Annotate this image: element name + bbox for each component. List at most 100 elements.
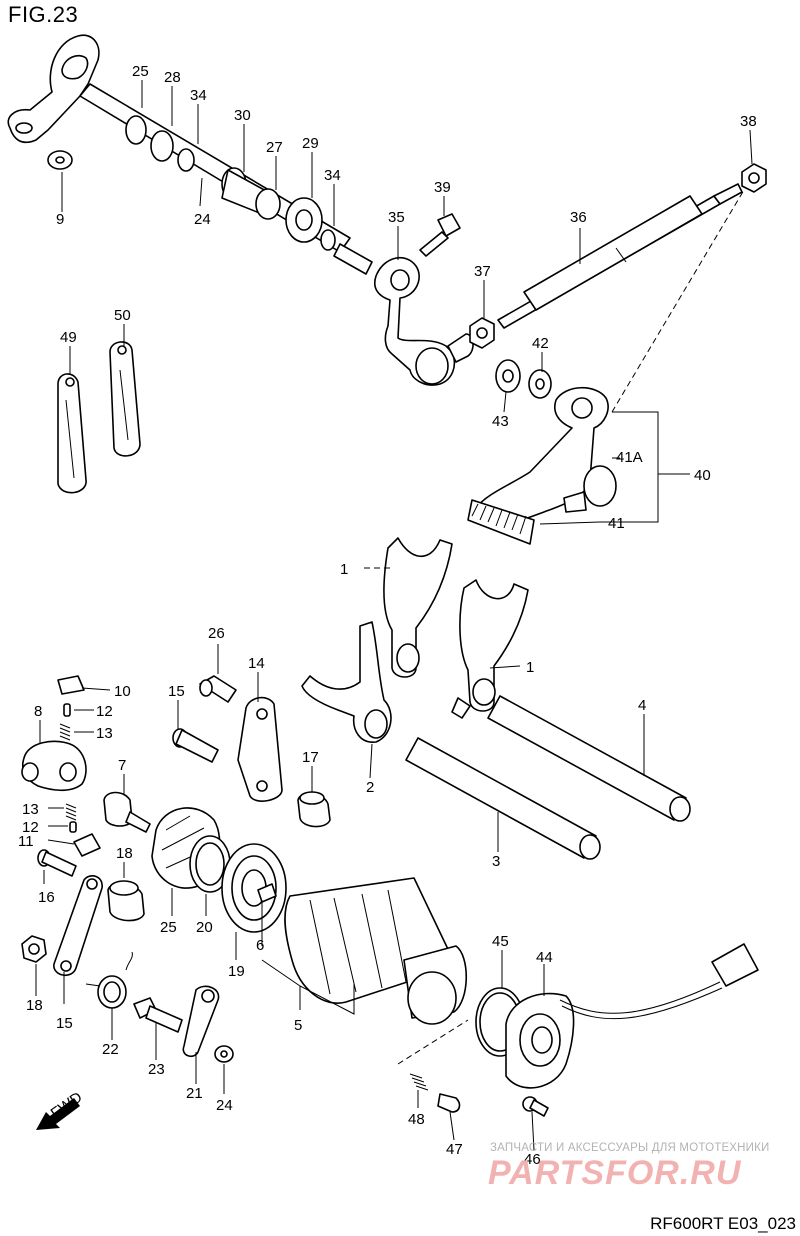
callout-18b: 18 [116,845,133,862]
stopper-plate-16 [53,875,103,976]
callout-27: 24 [194,211,211,228]
gear-position-switch-44 [505,943,759,1089]
washer-42 [528,369,552,399]
shift-fork-1b [451,579,529,719]
shift-shaft-27 [7,34,373,275]
callout-labels: 25 28 34 30 27 29 34 24 9 35 39 36 38 37… [18,63,757,1168]
callout-18a: 17 [302,749,319,766]
callout-37: 37 [474,263,491,280]
callout-42: 42 [532,335,549,352]
spring-13-lower [65,803,77,821]
callout-47: 47 [446,1141,463,1158]
bearing-20 [221,843,287,933]
collar-18-lower [107,880,145,922]
callout-20: 19 [228,963,245,980]
callout-23: 22 [102,1041,119,1058]
callout-11: 11 [18,833,34,850]
callout-2: 2 [366,779,374,796]
gearshift-lever-40 [467,387,617,545]
callout-48: 48 [408,1111,425,1128]
callout-13b: 13 [22,801,39,818]
shift-fork-1a [383,537,453,678]
callout-7: 7 [118,757,126,774]
bolt-15 [172,728,219,763]
callout-6: 6 [256,937,264,954]
callout-45: 45 [492,933,509,950]
spring-48 [409,1073,429,1091]
stopper-8 [21,740,87,792]
callout-40: 40 [694,467,711,484]
stopper-plate-14 [237,696,283,802]
callout-39: 39 [434,179,451,196]
callout-10: 10 [114,683,131,700]
shift-arm-35 [374,256,474,386]
pin-6 [257,883,277,903]
washer-9 [47,150,73,170]
callout-3: 3 [492,853,500,870]
callout-5: 5 [294,1017,302,1034]
plate-50 [109,341,141,457]
shift-fork-2 [301,621,392,743]
spring-23 [85,951,133,1009]
callout-41: 41 [608,515,625,532]
callout-46: 46 [524,1151,541,1168]
callout-32: 29 [302,135,319,152]
cam-11 [73,833,101,857]
callout-33: 30 [234,107,251,124]
pin-29 [199,675,237,703]
callout-24: 23 [148,1061,165,1078]
callout-34a: 34 [190,87,207,104]
callout-12b: 12 [22,819,39,836]
nut-37 [469,317,495,349]
pin-47 [437,1093,461,1113]
callout-4: 4 [638,697,646,714]
callout-50: 50 [114,307,131,324]
bolt-39 [419,213,461,257]
watermark-brand: PARTSFOR.RU [488,1154,742,1192]
callout-14: 14 [248,655,265,672]
watermark-tagline: ЗАПЧАСТИ И АКСЕССУАРЫ ДЛЯ МОТОТЕХНИКИ [490,1142,770,1154]
fwd-label: FWD [48,1089,86,1123]
callout-15: 15 [168,683,185,700]
callout-30: 27 [266,139,283,156]
figure-title: FIG.23 [8,2,79,27]
fwd-arrow-icon: FWD [36,1089,86,1130]
nut-19 [21,935,47,963]
callout-1b: 1 [526,659,534,676]
bolt-46 [522,1096,549,1117]
callout-25: 24 [216,1097,233,1114]
callout-13a: 13 [96,725,113,742]
callout-19: 18 [26,997,43,1014]
callout-17: 16 [38,889,55,906]
callout-12a: 12 [96,703,113,720]
cap-10 [57,675,85,695]
callout-22: 21 [186,1085,203,1102]
callout-26: 25 [160,919,177,936]
callout-44: 44 [536,949,553,966]
callout-29: 26 [208,625,225,642]
pin-7 [103,791,151,833]
gearshift-cam-5 [284,877,468,1025]
callout-36: 36 [570,209,587,226]
lever-22 [182,985,220,1058]
fork-shaft-4 [487,695,691,822]
callout-28: 25 [132,63,149,80]
callout-16: 15 [56,1015,73,1032]
callout-1a: 1 [340,561,348,578]
spring-13-upper [59,723,71,741]
callout-31: 28 [164,69,181,86]
callout-41a: 41A [616,449,643,466]
callout-9: 9 [56,211,64,228]
bolt-17 [37,849,77,877]
pin-12-lower [69,821,77,833]
callout-49: 49 [60,329,77,346]
fork-shaft-3 [405,737,601,860]
callout-35: 35 [388,209,405,226]
callout-43: 43 [492,413,509,430]
shift-rod-36 [497,183,743,329]
washer-25 [214,1045,234,1063]
washer-43 [495,359,521,393]
pin-12-upper [63,703,71,717]
